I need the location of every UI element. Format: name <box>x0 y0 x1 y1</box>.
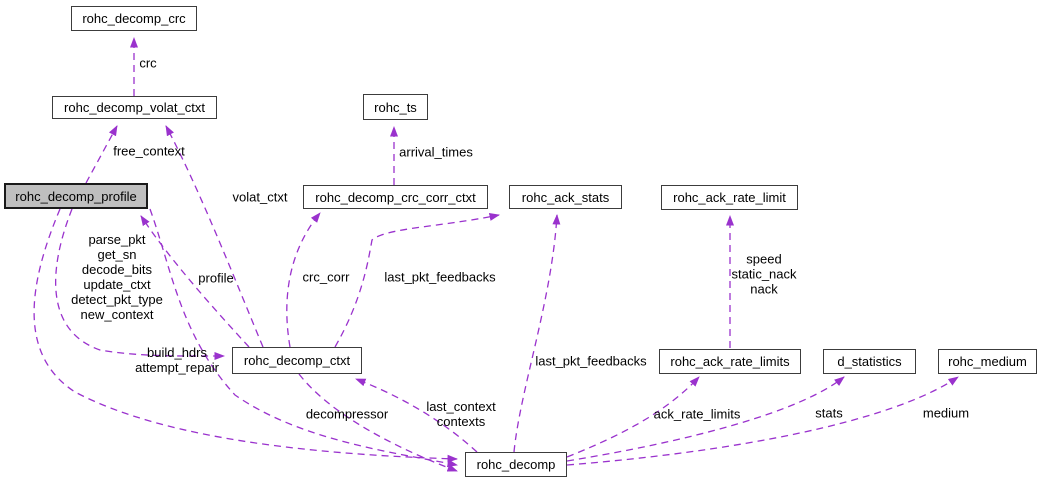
node-rohc-decomp[interactable]: rohc_decomp <box>465 452 567 477</box>
edge-build-hdrs <box>55 208 225 361</box>
node-rohc-decomp-profile[interactable]: rohc_decomp_profile <box>4 183 148 209</box>
node-rohc-ack-rate-limits[interactable]: rohc_ack_rate_limits <box>659 349 801 374</box>
edge-crc-corr <box>286 212 321 348</box>
edge-stats <box>566 376 845 462</box>
node-rohc-decomp-volat-ctxt[interactable]: rohc_decomp_volat_ctxt <box>52 96 217 119</box>
edge-parse-pkt <box>33 208 458 463</box>
node-rohc-ack-rate-limit[interactable]: rohc_ack_rate_limit <box>661 185 798 210</box>
edge-medium <box>566 376 959 466</box>
node-rohc-ts[interactable]: rohc_ts <box>363 94 428 120</box>
edge-last-pkt-feedbacks-lower <box>513 214 561 453</box>
node-rohc-ack-stats[interactable]: rohc_ack_stats <box>509 185 622 209</box>
edge-free-context <box>85 125 118 184</box>
edge-decompressor <box>298 373 458 472</box>
edge-ack-rate-limits <box>566 376 700 458</box>
node-rohc-decomp-crc-corr-ctxt[interactable]: rohc_decomp_crc_corr_ctxt <box>303 185 488 209</box>
node-rohc-medium[interactable]: rohc_medium <box>938 349 1037 374</box>
edge-last-pkt-feedbacks-upper <box>334 212 500 348</box>
edge-profile <box>140 215 250 348</box>
node-rohc-decomp-ctxt[interactable]: rohc_decomp_ctxt <box>232 347 362 374</box>
node-rohc-decomp-crc[interactable]: rohc_decomp_crc <box>71 6 197 31</box>
edge-volat-ctxt <box>165 125 264 348</box>
edge-last-context <box>355 378 478 453</box>
node-d-statistics[interactable]: d_statistics <box>823 349 916 374</box>
edge-profile-decomp <box>149 208 458 468</box>
